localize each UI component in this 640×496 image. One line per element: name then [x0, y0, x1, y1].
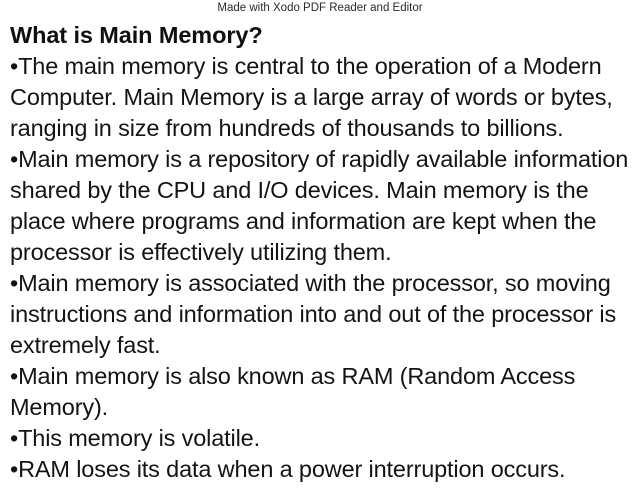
xodo-watermark: Made with Xodo PDF Reader and Editor — [217, 2, 423, 14]
bullet-point-icon: • — [10, 425, 19, 451]
bullet-point-icon: • — [10, 270, 19, 296]
slide-content: What is Main Memory? •The main memory is… — [10, 20, 636, 485]
bullet-list: •The main memory is central to the opera… — [10, 51, 636, 485]
list-item-text: RAM loses its data when a power interrup… — [18, 456, 566, 482]
list-item-text: The main memory is central to the operat… — [10, 53, 613, 141]
list-item: •Main memory is also known as RAM (Rando… — [10, 361, 636, 423]
bullet-point-icon: • — [10, 53, 19, 79]
list-item: •RAM loses its data when a power interru… — [10, 454, 636, 485]
bullet-point-icon: • — [10, 146, 19, 172]
list-item-text: Main memory is also known as RAM (Random… — [10, 363, 576, 420]
list-item-text: Main memory is associated with the proce… — [10, 270, 617, 358]
bullet-point-icon: • — [10, 363, 19, 389]
list-item: •The main memory is central to the opera… — [10, 51, 636, 144]
list-item-text: This memory is volatile. — [18, 425, 260, 451]
list-item-text: Main memory is a repository of rapidly a… — [10, 146, 629, 265]
bullet-point-icon: • — [10, 456, 19, 482]
list-item: •Main memory is a repository of rapidly … — [10, 144, 636, 268]
list-item: •Main memory is associated with the proc… — [10, 268, 636, 361]
page-title: What is Main Memory? — [10, 22, 263, 48]
list-item: •This memory is volatile. — [10, 423, 636, 454]
